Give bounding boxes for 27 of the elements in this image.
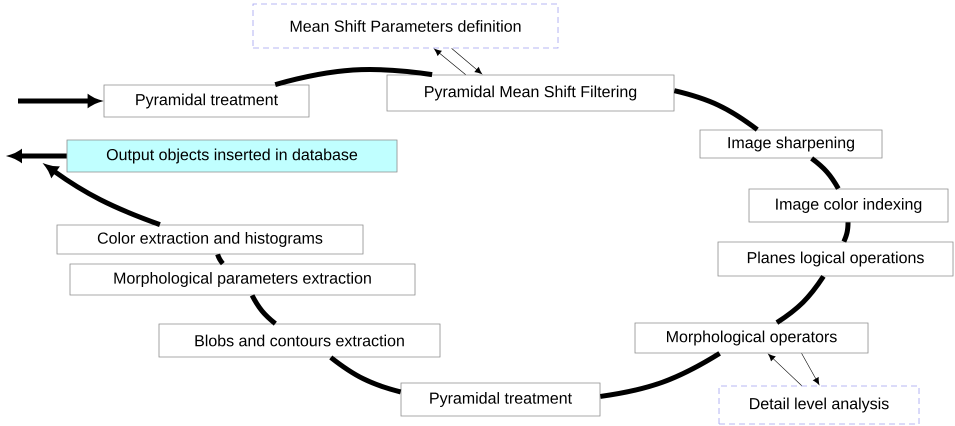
process-box: Blobs and contours extraction (158, 324, 440, 358)
arrow (45, 164, 161, 227)
arrow (451, 48, 482, 74)
process-box: Pyramidal treatment (104, 84, 310, 118)
connector-line (674, 88, 759, 132)
connector-line (776, 275, 826, 325)
arrow (434, 48, 466, 75)
connector-line (810, 156, 840, 190)
connector-line (274, 67, 432, 88)
process-box: Color extraction and histograms (56, 224, 364, 254)
connector-line (215, 254, 225, 266)
dashed-box: Detail level analysis (718, 386, 920, 424)
process-box: Pyramidal Mean Shift Filtering (386, 74, 674, 112)
process-box: Morphological operators (634, 322, 868, 354)
output-box: Output objects inserted in database (66, 140, 398, 172)
dashed-box: Mean Shift Parameters definition (252, 4, 558, 48)
connector-line (842, 222, 851, 243)
connector-line (329, 355, 402, 394)
connector-line (250, 294, 277, 326)
process-box: Image color indexing (748, 188, 948, 222)
process-box: Image sharpening (700, 130, 882, 158)
connector-line (600, 351, 721, 399)
process-box: Planes logical operations (718, 242, 954, 276)
process-box: Pyramidal treatment (400, 382, 600, 416)
arrow (801, 353, 820, 385)
arrow (768, 354, 802, 386)
process-box: Morphological parameters extraction (70, 264, 416, 296)
